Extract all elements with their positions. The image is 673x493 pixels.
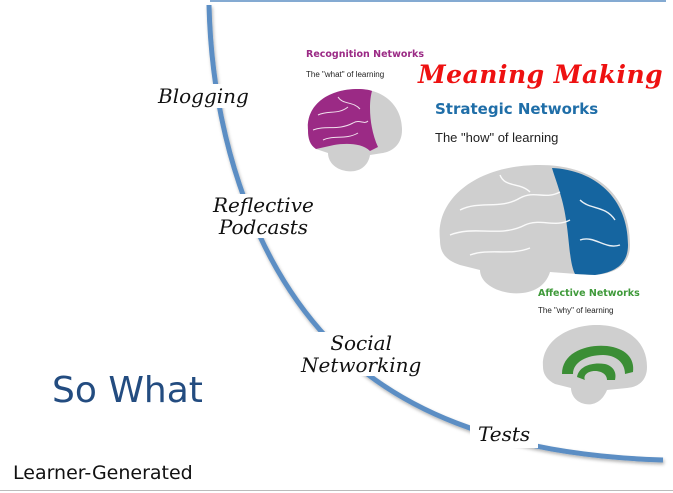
strategic-networks-subtitle: The "how" of learning bbox=[435, 130, 559, 145]
activity-social-line1: Social bbox=[330, 331, 392, 355]
activity-social-networking: Social Networking bbox=[298, 331, 425, 377]
activity-reflective-line2: Podcasts bbox=[218, 215, 309, 239]
brain-strategic-icon bbox=[439, 165, 630, 294]
activity-tests: Tests bbox=[470, 420, 539, 448]
brain-recognition-icon bbox=[307, 89, 402, 172]
recognition-networks-title: Recognition Networks bbox=[306, 49, 425, 60]
strategic-networks-title: Strategic Networks bbox=[435, 100, 599, 118]
activity-blogging: Blogging bbox=[155, 84, 252, 108]
affective-networks-subtitle: The "why" of learning bbox=[538, 306, 614, 315]
affective-networks-title: Affective Networks bbox=[538, 288, 640, 299]
recognition-networks-subtitle: The "what" of learning bbox=[306, 70, 385, 79]
activity-reflective-podcasts: Reflective Podcasts bbox=[210, 194, 317, 238]
so-what-label: So What bbox=[52, 370, 203, 411]
bottom-divider bbox=[0, 490, 673, 491]
activity-social-line2: Networking bbox=[301, 353, 422, 377]
brain-affective-icon bbox=[542, 325, 647, 405]
activity-reflective-line1: Reflective bbox=[213, 193, 314, 217]
learner-generated-footer: Learner-Generated bbox=[13, 462, 193, 484]
meaning-making-heading: Meaning Making bbox=[418, 60, 664, 89]
